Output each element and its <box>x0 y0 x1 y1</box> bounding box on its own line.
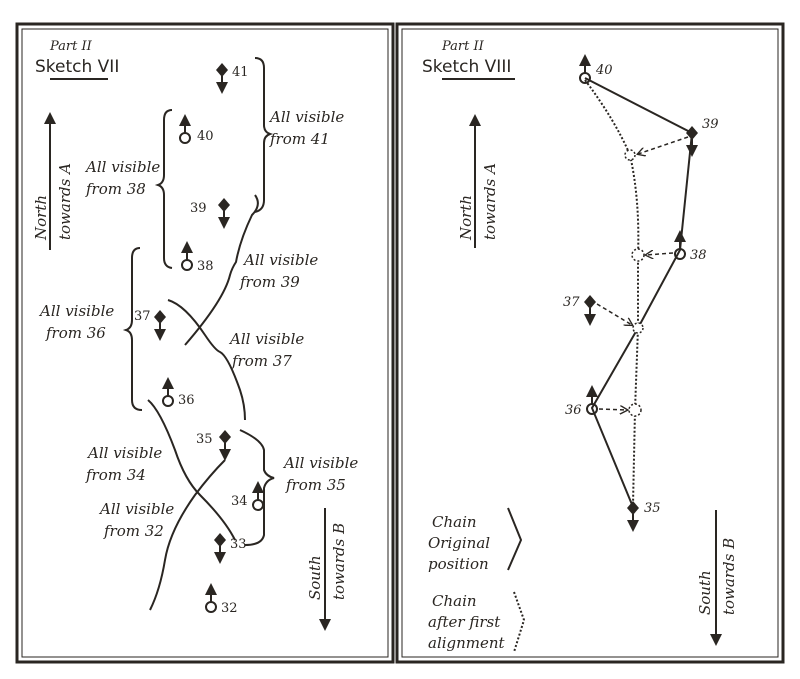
right-sketch-title: Sketch VIII <box>422 57 511 77</box>
towards-a-label: towards A <box>56 163 74 240</box>
station-39-label: 39 <box>190 201 207 216</box>
station-40-circle-icon <box>180 120 190 143</box>
legend-original-line2: Original <box>428 534 490 552</box>
station-39-label: 39 <box>702 117 719 132</box>
right-panel-frame <box>395 22 785 664</box>
left-panel-frame <box>15 22 395 664</box>
station-37-diamond-icon <box>154 310 166 335</box>
visible-from-38-line2: from 38 <box>85 180 146 198</box>
station-37-diamond-icon <box>584 295 596 320</box>
legend-aligned-line2: after first <box>428 613 501 631</box>
legend-aligned-line1: Chain <box>432 592 477 610</box>
visible-from-32-line1: All visible <box>98 500 174 518</box>
station-35-diamond-icon <box>627 501 639 526</box>
north-label: North <box>32 195 50 241</box>
visible-from-41-line1: All visible <box>268 108 344 126</box>
legend-solid-symbol <box>507 507 523 571</box>
station-40-label: 40 <box>595 63 613 78</box>
visible-from-34-line2: from 34 <box>85 466 146 484</box>
station-35-label: 35 <box>196 432 213 447</box>
visible-from-39-line1: All visible <box>242 251 318 269</box>
south-label: South <box>306 555 324 600</box>
visibility-brackets <box>122 57 275 611</box>
station-39-diamond-icon <box>218 198 230 223</box>
visible-from-32-line2: from 32 <box>103 522 164 540</box>
station-34-circle-icon <box>253 487 263 510</box>
legend-dotted-symbol <box>513 591 526 653</box>
legend-aligned: Chain after first alignment <box>428 591 526 653</box>
station-33-diamond-icon <box>214 533 226 558</box>
visible-from-37-line2: from 37 <box>231 352 292 370</box>
station-33-label: 33 <box>230 537 247 552</box>
chain-original-line <box>584 77 694 508</box>
station-36-label: 36 <box>565 403 582 418</box>
towards-b-label: towards B <box>720 538 738 615</box>
station-37-label: 37 <box>134 309 151 324</box>
station-34-label: 34 <box>231 494 248 509</box>
station-35-diamond-icon <box>219 430 231 455</box>
station-32-label: 32 <box>221 601 238 616</box>
north-label: North <box>457 195 475 241</box>
station-37-label: 37 <box>563 295 580 310</box>
south-label: South <box>696 570 714 615</box>
visible-from-38-line1: All visible <box>84 158 160 176</box>
left-part-label: Part II <box>49 39 93 54</box>
station-36-circle-icon <box>163 383 173 406</box>
legend-original-line1: Chain <box>432 513 477 531</box>
station-41-diamond-icon <box>216 63 228 88</box>
right-part-label: Part II <box>441 39 485 54</box>
visible-from-36-line1: All visible <box>38 302 114 320</box>
towards-b-label: towards B <box>330 523 348 600</box>
visible-from-41-line2: from 41 <box>269 130 330 148</box>
legend-original-line3: position <box>428 555 489 573</box>
station-38-label: 38 <box>690 248 707 263</box>
legend-aligned-line3: alignment <box>428 634 506 652</box>
station-32-circle-icon <box>206 589 216 612</box>
towards-a-label: towards A <box>481 163 499 240</box>
visible-from-37-line1: All visible <box>228 330 304 348</box>
station-40-label: 40 <box>197 129 214 144</box>
shift-arrows <box>596 136 689 410</box>
legend-original: Chain Original position <box>428 507 523 573</box>
visible-from-39-line2: from 39 <box>239 273 300 291</box>
aligned-positions <box>624 149 645 417</box>
visible-from-35-line2: from 35 <box>285 476 346 494</box>
left-sketch-title: Sketch VII <box>35 57 119 77</box>
station-41-label: 41 <box>232 65 249 80</box>
station-38-label: 38 <box>197 259 214 274</box>
chain-aligned-line <box>584 79 640 506</box>
station-35-label: 35 <box>644 501 661 516</box>
visible-from-34-line1: All visible <box>86 444 162 462</box>
visible-from-35-line1: All visible <box>282 454 358 472</box>
visible-from-36-line2: from 36 <box>45 324 106 342</box>
station-36-label: 36 <box>178 393 195 408</box>
station-38-circle-icon <box>182 247 192 270</box>
